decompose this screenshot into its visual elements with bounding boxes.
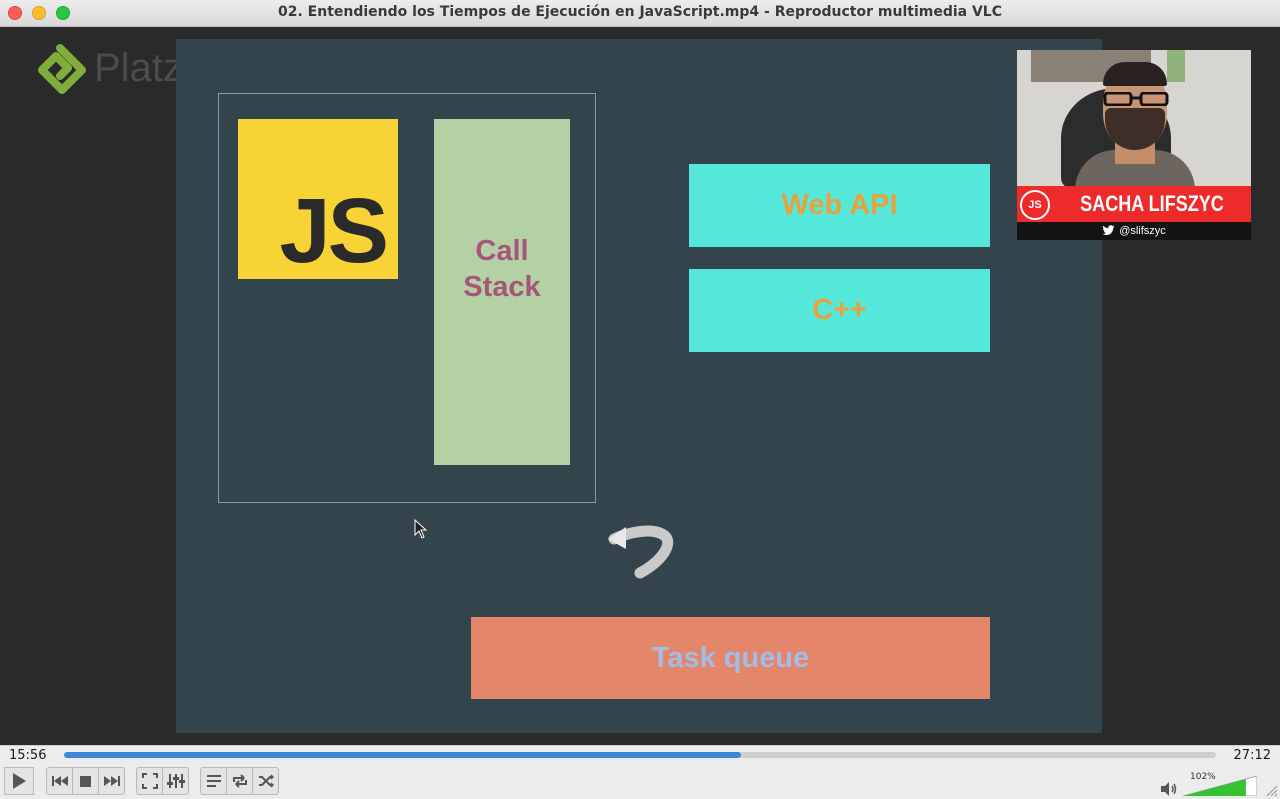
volume-slider[interactable]: [1183, 776, 1257, 796]
total-time[interactable]: 27:12: [1233, 748, 1271, 763]
current-time: 15:56: [9, 748, 47, 763]
js-badge: JS: [1020, 190, 1050, 220]
presenter-webcam: JS SACHA LIFSZYC @slifszyc: [1017, 50, 1251, 240]
close-window-button[interactable]: [8, 6, 22, 20]
fullscreen-button[interactable]: [136, 767, 163, 795]
web-api-box: Web API: [689, 164, 990, 247]
presenter-name: SACHA LIFSZYC: [1080, 191, 1224, 216]
call-stack-label: Call Stack: [463, 234, 541, 303]
bottle: [1167, 50, 1185, 82]
minimize-window-button[interactable]: [32, 6, 46, 20]
task-queue-box: Task queue: [471, 617, 990, 699]
video-area[interactable]: Platzi JS Call Stack Web API C++ Task qu…: [0, 27, 1280, 745]
loop-icon: [232, 774, 247, 788]
twitter-icon: [1102, 225, 1115, 235]
cpp-label: C++: [812, 294, 867, 326]
name-banner: [1017, 186, 1251, 222]
shuffle-button[interactable]: [252, 767, 279, 795]
curved-arrow-icon: [608, 525, 674, 579]
platzi-logo-icon: [38, 44, 86, 94]
js-engine-frame: [218, 93, 596, 503]
fullscreen-icon: [141, 773, 158, 789]
skip-forward-icon: [103, 776, 120, 786]
seek-bar[interactable]: [64, 752, 1216, 758]
glasses-icon: [1103, 92, 1169, 106]
play-icon: [13, 773, 26, 789]
presenter-hair: [1103, 62, 1167, 86]
seek-bar-progress: [64, 752, 742, 758]
twitter-handle-row: @slifszyc: [1017, 222, 1251, 240]
volume-icon[interactable]: [1160, 781, 1178, 797]
js-logo-text: JS: [279, 180, 389, 282]
task-queue-label: Task queue: [651, 641, 810, 674]
js-badge-text: JS: [1028, 199, 1042, 211]
handle-bar: [1017, 222, 1251, 240]
equalizer-icon: [166, 774, 185, 788]
extended-settings-button[interactable]: [162, 767, 189, 795]
playlist-button[interactable]: [200, 767, 227, 795]
call-stack-box: Call Stack: [434, 119, 570, 465]
presentation-slide: JS Call Stack Web API C++ Task queue: [176, 39, 1102, 733]
maximize-window-button[interactable]: [56, 6, 70, 20]
skip-back-icon: [51, 776, 68, 786]
cpp-box: C++: [689, 269, 990, 352]
previous-button[interactable]: [46, 767, 73, 795]
play-button[interactable]: [4, 767, 34, 795]
window-title: 02. Entendiendo los Tiempos de Ejecución…: [277, 4, 1002, 20]
twitter-handle: @slifszyc: [1119, 225, 1166, 237]
stop-icon: [80, 775, 91, 787]
shuffle-icon: [258, 774, 274, 788]
playlist-icon: [206, 775, 221, 787]
loop-button[interactable]: [226, 767, 253, 795]
volume-percentage: 102%: [1190, 772, 1216, 782]
platzi-watermark: Platzi: [94, 46, 192, 90]
js-logo: JS: [238, 119, 398, 279]
player-controls: 15:56 27:12 102%: [0, 745, 1280, 799]
mouse-cursor-icon: [414, 519, 428, 539]
next-button[interactable]: [98, 767, 125, 795]
platzi-logo: Platzi: [38, 44, 208, 100]
resize-grip-icon[interactable]: [1266, 785, 1278, 797]
title-bar: 02. Entendiendo los Tiempos de Ejecución…: [0, 0, 1280, 27]
stop-button[interactable]: [72, 767, 99, 795]
web-api-label: Web API: [781, 189, 898, 221]
